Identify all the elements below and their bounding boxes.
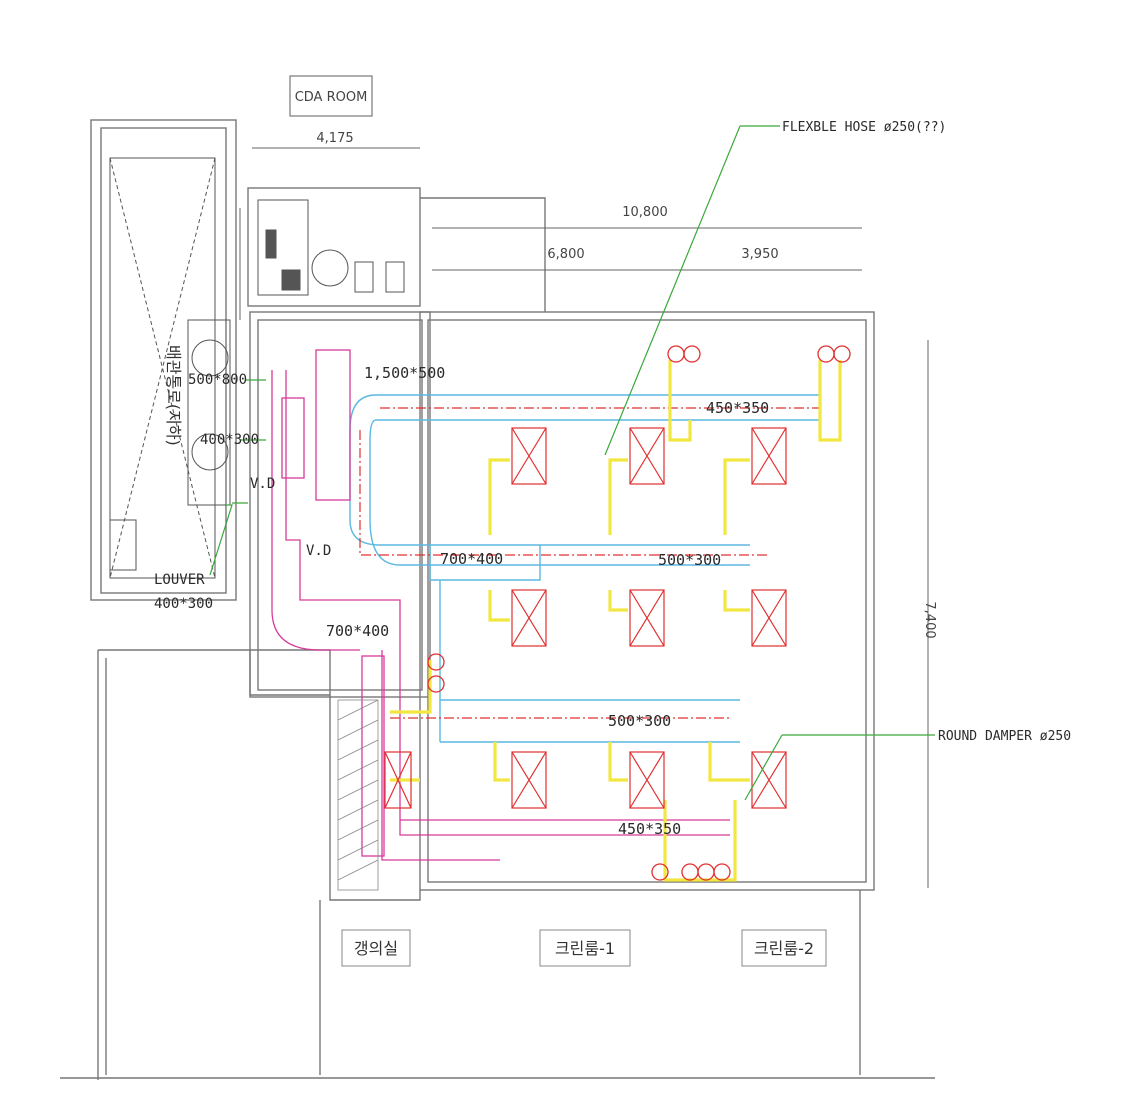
waiting-room-label: 갱의실 [354,939,398,958]
duct-cyan [349,394,820,743]
building-walls [60,119,935,1080]
cleanroom-1-label: 크린룸-1 [555,939,615,958]
duct-label-450x350-upper: 450*350 [706,399,769,417]
dim-total-width: 10,800 [622,205,668,220]
duct-label-1500x500: 1,500*500 [364,364,445,382]
ffu-units [384,427,787,809]
louver-label: LOUVER [154,572,205,588]
duct-label-500x800: 500*800 [188,372,247,388]
stair-hatch [337,699,379,891]
round-dampers [427,345,851,881]
duct-label-500x300-b: 500*300 [608,712,671,730]
dimension-lines [239,147,929,888]
flexible-hose-callout: FLEXBLE HOSE ø250(??) [782,120,946,135]
vd-label-2: V.D [306,543,331,559]
dim-cda-width: 4,175 [316,131,353,146]
duct-return-magenta [271,349,730,861]
duct-label-400x300: 400*300 [200,432,259,448]
dim-left-section: 6,800 [547,247,584,262]
cleanroom-2-label: 크린룸-2 [754,939,814,958]
vd-label-1: V.D [250,476,275,492]
louver-size-label: 400*300 [154,596,213,612]
leader-lines [209,125,935,801]
cda-equipment [257,199,405,296]
duct-supply-red [359,407,820,719]
round-damper-callout: ROUND DAMPER ø250 [938,729,1071,744]
dim-room-depth: 7,400 [922,601,937,638]
duct-label-450x350-lower: 450*350 [618,820,681,838]
waiting-room-box [341,929,411,967]
cda-room-label: CDA ROOM [295,90,368,105]
dim-right-section: 3,950 [741,247,778,262]
duct-label-500x300-a: 500*300 [658,551,721,569]
outdoor-unit [109,157,231,579]
cleanroom-1-box [539,929,631,967]
flex-hoses [390,360,842,882]
cleanroom-2-box [741,929,827,967]
duct-label-700x400-b: 700*400 [326,622,389,640]
cda-room-box [289,75,373,117]
duct-label-700x400-a: 700*400 [440,550,503,568]
outdoor-unit-label: 배관통로(지하) [164,345,183,446]
